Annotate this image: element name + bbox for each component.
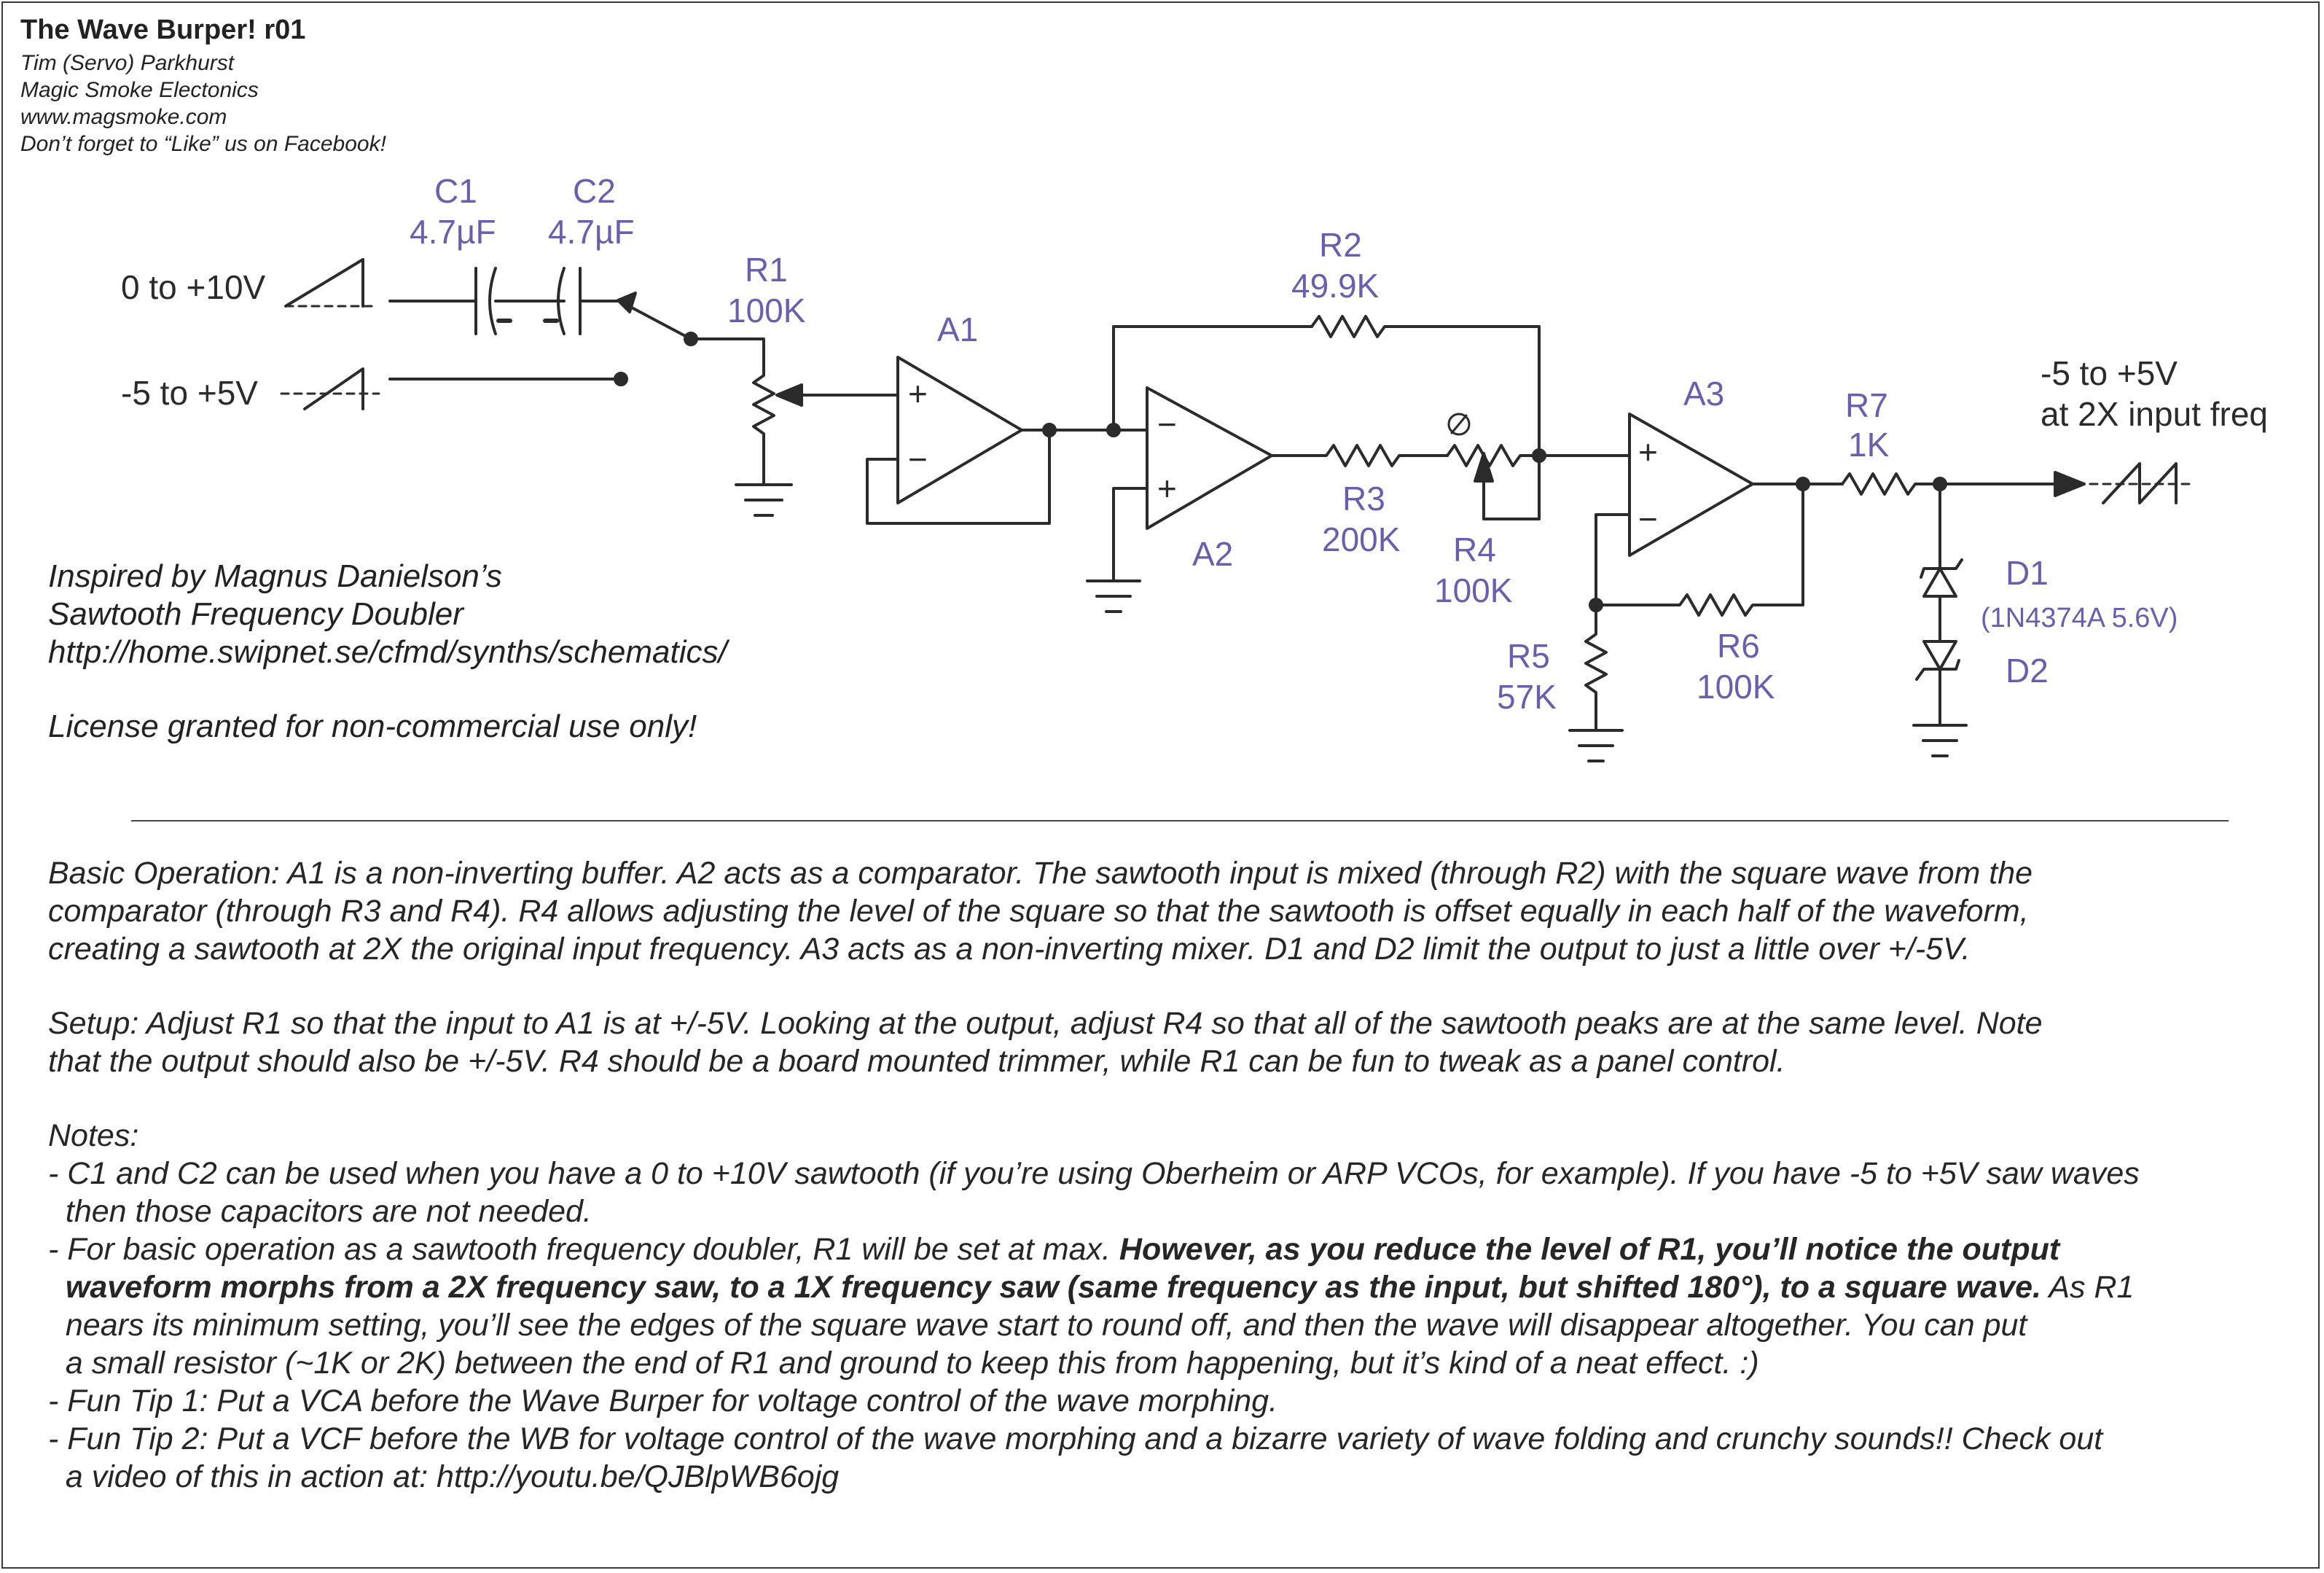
r3-ref: R3 bbox=[1342, 480, 1385, 518]
a1-label: A1 bbox=[937, 311, 978, 348]
r4-value: 100K bbox=[1434, 571, 1513, 609]
capacitor-c2 bbox=[536, 267, 622, 335]
resistor-r2 bbox=[1310, 315, 1541, 457]
r6-ref: R6 bbox=[1717, 627, 1760, 665]
a1-minus-sign: − bbox=[908, 440, 928, 478]
r2-wire-left bbox=[1112, 325, 1313, 432]
a2-minus-sign: − bbox=[1157, 405, 1177, 443]
switch-wire bbox=[689, 337, 765, 370]
sawtooth-input-icon-2 bbox=[280, 367, 380, 410]
a3-plus-sign: + bbox=[1638, 433, 1658, 471]
credit-line-1: Inspired by Magnus Danielson’s bbox=[48, 558, 502, 594]
resistor-r3 bbox=[1270, 444, 1449, 467]
section-divider bbox=[131, 820, 2229, 821]
zener-diode-d2 bbox=[1915, 595, 1960, 727]
input-selector-switch[interactable] bbox=[617, 292, 698, 346]
setup-line-2: that the output should also be +/-5V. R4… bbox=[48, 1044, 1785, 1079]
r7-value: 1K bbox=[1848, 426, 1890, 464]
junction-dot bbox=[614, 372, 628, 386]
r6-value: 100K bbox=[1697, 668, 1775, 706]
note-2-line-2: waveform morphs from a 2X frequency saw,… bbox=[48, 1270, 2135, 1305]
d1-value: (1N4374A 5.6V) bbox=[1981, 603, 2178, 633]
r1-value: 100K bbox=[727, 292, 806, 329]
note-2-bold-cont: waveform morphs from a 2X frequency saw,… bbox=[48, 1270, 2041, 1305]
author-name: Tim (Servo) Parkhurst bbox=[20, 51, 235, 75]
basic-operation-line-3: creating a sawtooth at 2X the original i… bbox=[48, 932, 1971, 967]
trimmer-r4[interactable] bbox=[1446, 413, 1541, 520]
license-note: License granted for non-commercial use o… bbox=[48, 709, 697, 744]
note-2-text: - For basic operation as a sawtooth freq… bbox=[48, 1232, 1119, 1267]
ground-icon bbox=[1086, 579, 1141, 613]
basic-operation-line-1: Basic Operation: A1 is a non-inverting b… bbox=[48, 856, 2033, 891]
output-label-2: at 2X input freq bbox=[2041, 395, 2268, 433]
r1-ref: R1 bbox=[745, 251, 788, 289]
a3-minus-sign: − bbox=[1638, 500, 1658, 538]
a2-label: A2 bbox=[1192, 535, 1233, 573]
ground-icon bbox=[735, 483, 793, 517]
a1-plus-sign: + bbox=[908, 375, 928, 413]
resistor-r6 bbox=[1595, 483, 1804, 617]
d1-ref: D1 bbox=[2006, 554, 2049, 592]
resistor-r7 bbox=[1841, 471, 2086, 497]
tip-2-line-1: - Fun Tip 2: Put a VCF before the WB for… bbox=[48, 1421, 2103, 1456]
d2-ref: D2 bbox=[2006, 652, 2049, 690]
circuit-diagram: 0 to +10V -5 to +5V C1 4.7µF bbox=[121, 172, 2268, 762]
c1-ref: C1 bbox=[434, 172, 477, 210]
basic-operation-line-2: comparator (through R3 and R4). R4 allow… bbox=[48, 894, 2029, 929]
c2-value: 4.7µF bbox=[548, 213, 635, 251]
ground-icon bbox=[1568, 729, 1624, 762]
r5-ref: R5 bbox=[1507, 637, 1550, 675]
setup-line-1: Setup: Adjust R1 so that the input to A1… bbox=[48, 1006, 2043, 1041]
note-2-bold: However, as you reduce the level of R1, … bbox=[1119, 1232, 2060, 1267]
a2-plus-sign: + bbox=[1157, 469, 1177, 507]
facebook-note: Don’t forget to “Like” us on Facebook! bbox=[20, 132, 386, 156]
capacitor-c1 bbox=[472, 267, 539, 335]
zener-diode-d1 bbox=[1920, 483, 1963, 598]
potentiometer-r1[interactable] bbox=[752, 367, 899, 486]
company-name: Magic Smoke Electonics bbox=[20, 78, 259, 102]
note-2-line-4: a small resistor (~1K or 2K) between the… bbox=[48, 1346, 1759, 1381]
r4-ref: R4 bbox=[1453, 531, 1496, 569]
resistor-r5 bbox=[1584, 604, 1608, 732]
note-2-text-cont: As R1 bbox=[2041, 1270, 2135, 1305]
tip-2-line-2[interactable]: a video of this in action at: http://you… bbox=[48, 1459, 840, 1494]
r3-value: 200K bbox=[1322, 520, 1401, 558]
opamp-a1 bbox=[866, 356, 1109, 525]
credit-line-2: Sawtooth Frequency Doubler bbox=[48, 596, 463, 632]
notes-heading: Notes: bbox=[48, 1118, 139, 1153]
sawtooth-input-icon-1 bbox=[284, 258, 375, 308]
r2-value: 49.9K bbox=[1291, 267, 1380, 305]
opamp-a2 bbox=[1112, 386, 1273, 582]
sawtooth-output-icon bbox=[2089, 462, 2195, 504]
r5-value: 57K bbox=[1497, 678, 1557, 716]
opamp-a3 bbox=[1628, 413, 1844, 557]
r2-ref: R2 bbox=[1319, 226, 1362, 264]
note-1-line-2: then those capacitors are not needed. bbox=[48, 1194, 592, 1229]
c1-value: 4.7µF bbox=[410, 213, 496, 251]
r7-ref: R7 bbox=[1845, 386, 1888, 424]
note-1-line-1: - C1 and C2 can be used when you have a … bbox=[48, 1156, 2140, 1191]
page-title: The Wave Burper! r01 bbox=[20, 15, 306, 45]
ground-icon bbox=[1912, 724, 1968, 757]
output-label-1: -5 to +5V bbox=[2041, 354, 2178, 392]
input-label-10v: 0 to +10V bbox=[121, 268, 266, 306]
input-label-5v: -5 to +5V bbox=[121, 374, 258, 412]
note-2-line-1: - For basic operation as a sawtooth freq… bbox=[48, 1232, 2059, 1268]
tip-1: - Fun Tip 1: Put a VCA before the Wave B… bbox=[48, 1383, 1278, 1418]
note-2-line-3: nears its minimum setting, you’ll see th… bbox=[48, 1308, 2027, 1343]
website-link[interactable]: www.magsmoke.com bbox=[20, 105, 227, 129]
a3-label: A3 bbox=[1683, 375, 1724, 413]
credit-url[interactable]: http://home.swipnet.se/cfmd/synths/schem… bbox=[48, 634, 727, 670]
c2-ref: C2 bbox=[573, 172, 616, 210]
wire bbox=[1595, 513, 1631, 606]
